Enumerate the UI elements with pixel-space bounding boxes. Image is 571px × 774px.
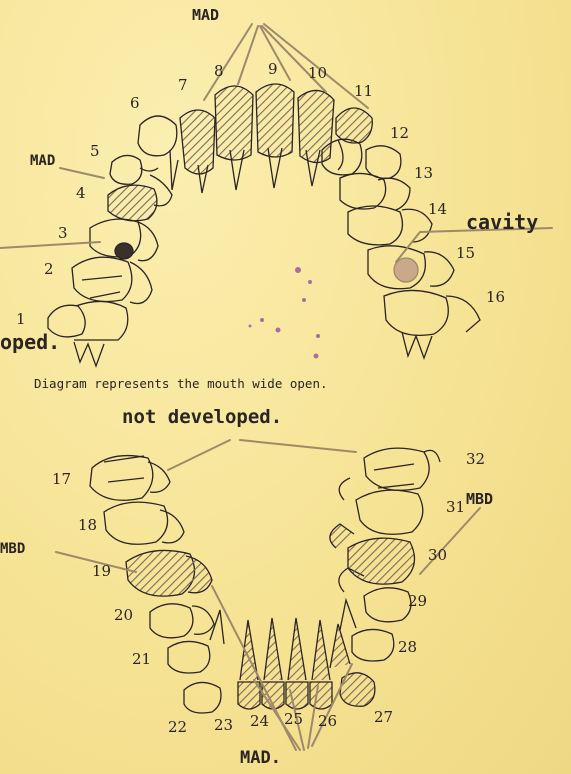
tooth-number-30: 30 [428,548,447,563]
tooth-16 [384,290,480,358]
tooth-number-16: 16 [486,290,505,305]
tooth-number-8: 8 [214,64,224,79]
tooth-26 [310,620,332,709]
tooth-18 [104,502,184,544]
upper-arch [48,84,480,366]
mad-left-label: MAD [30,154,55,168]
tooth-8 [215,86,253,190]
tooth-number-7: 7 [178,78,188,93]
tooth-number-18: 18 [78,518,97,533]
tooth-number-23: 23 [214,718,233,733]
tooth-number-6: 6 [130,96,140,111]
tooth-number-13: 13 [414,166,433,181]
tooth-number-25: 25 [284,712,303,727]
cavity-label: cavity [466,212,538,232]
tooth-13 [340,173,410,210]
tooth-number-9: 9 [268,62,278,77]
tooth-17 [90,456,170,501]
tooth-2 [72,257,152,303]
tooth-number-12: 12 [390,126,409,141]
tooth-3 [90,219,158,261]
tooth-number-4: 4 [76,186,86,201]
tooth-12 [322,139,401,178]
mad-bottom-label: MAD. [240,750,281,767]
tooth-9 [256,84,294,188]
mbd-right-label: MBD [466,492,493,507]
tooth-21 [168,610,224,673]
tooth-14 [348,206,432,245]
tooth-number-15: 15 [456,246,475,261]
diagram-caption: Diagram represents the mouth wide open. [34,376,328,391]
tooth-5 [110,155,158,184]
tooth-7 [180,110,215,193]
mad-top-label: MAD [192,8,219,23]
lower-arch [90,448,440,713]
tooth-number-27: 27 [374,710,393,725]
tooth-25 [286,618,308,709]
mbd-left-label: MBD [0,542,25,556]
tooth-number-11: 11 [354,84,373,99]
oped-fragment-label: oped. [0,332,60,352]
tooth-19 [126,550,212,596]
tooth-number-31: 31 [446,500,465,515]
tooth-number-14: 14 [428,202,447,217]
tooth-15 [368,246,454,289]
tooth-number-1: 1 [16,312,26,327]
tooth-number-29: 29 [408,594,427,609]
tooth-number-19: 19 [92,564,111,579]
tooth-number-28: 28 [398,640,417,655]
tooth-number-10: 10 [308,66,327,81]
ink-stains [249,267,321,359]
tooth-number-24: 24 [250,714,269,729]
tooth-number-20: 20 [114,608,133,623]
not-developed-label: not developed. [122,408,282,427]
tooth-number-22: 22 [168,720,187,735]
tooth-number-3: 3 [58,226,68,241]
tooth-23 [238,620,260,709]
tooth-22 [184,682,221,713]
tooth-32 [364,448,440,490]
tooth-30 [330,524,415,584]
tooth-number-2: 2 [44,262,54,277]
tooth-number-5: 5 [90,144,100,159]
tooth-number-21: 21 [132,652,151,667]
tooth-20 [150,604,214,638]
tooth-number-32: 32 [466,452,485,467]
tooth-28 [340,600,394,661]
tooth-24 [262,618,284,709]
tooth-number-17: 17 [52,472,71,487]
tooth-number-26: 26 [318,714,337,729]
